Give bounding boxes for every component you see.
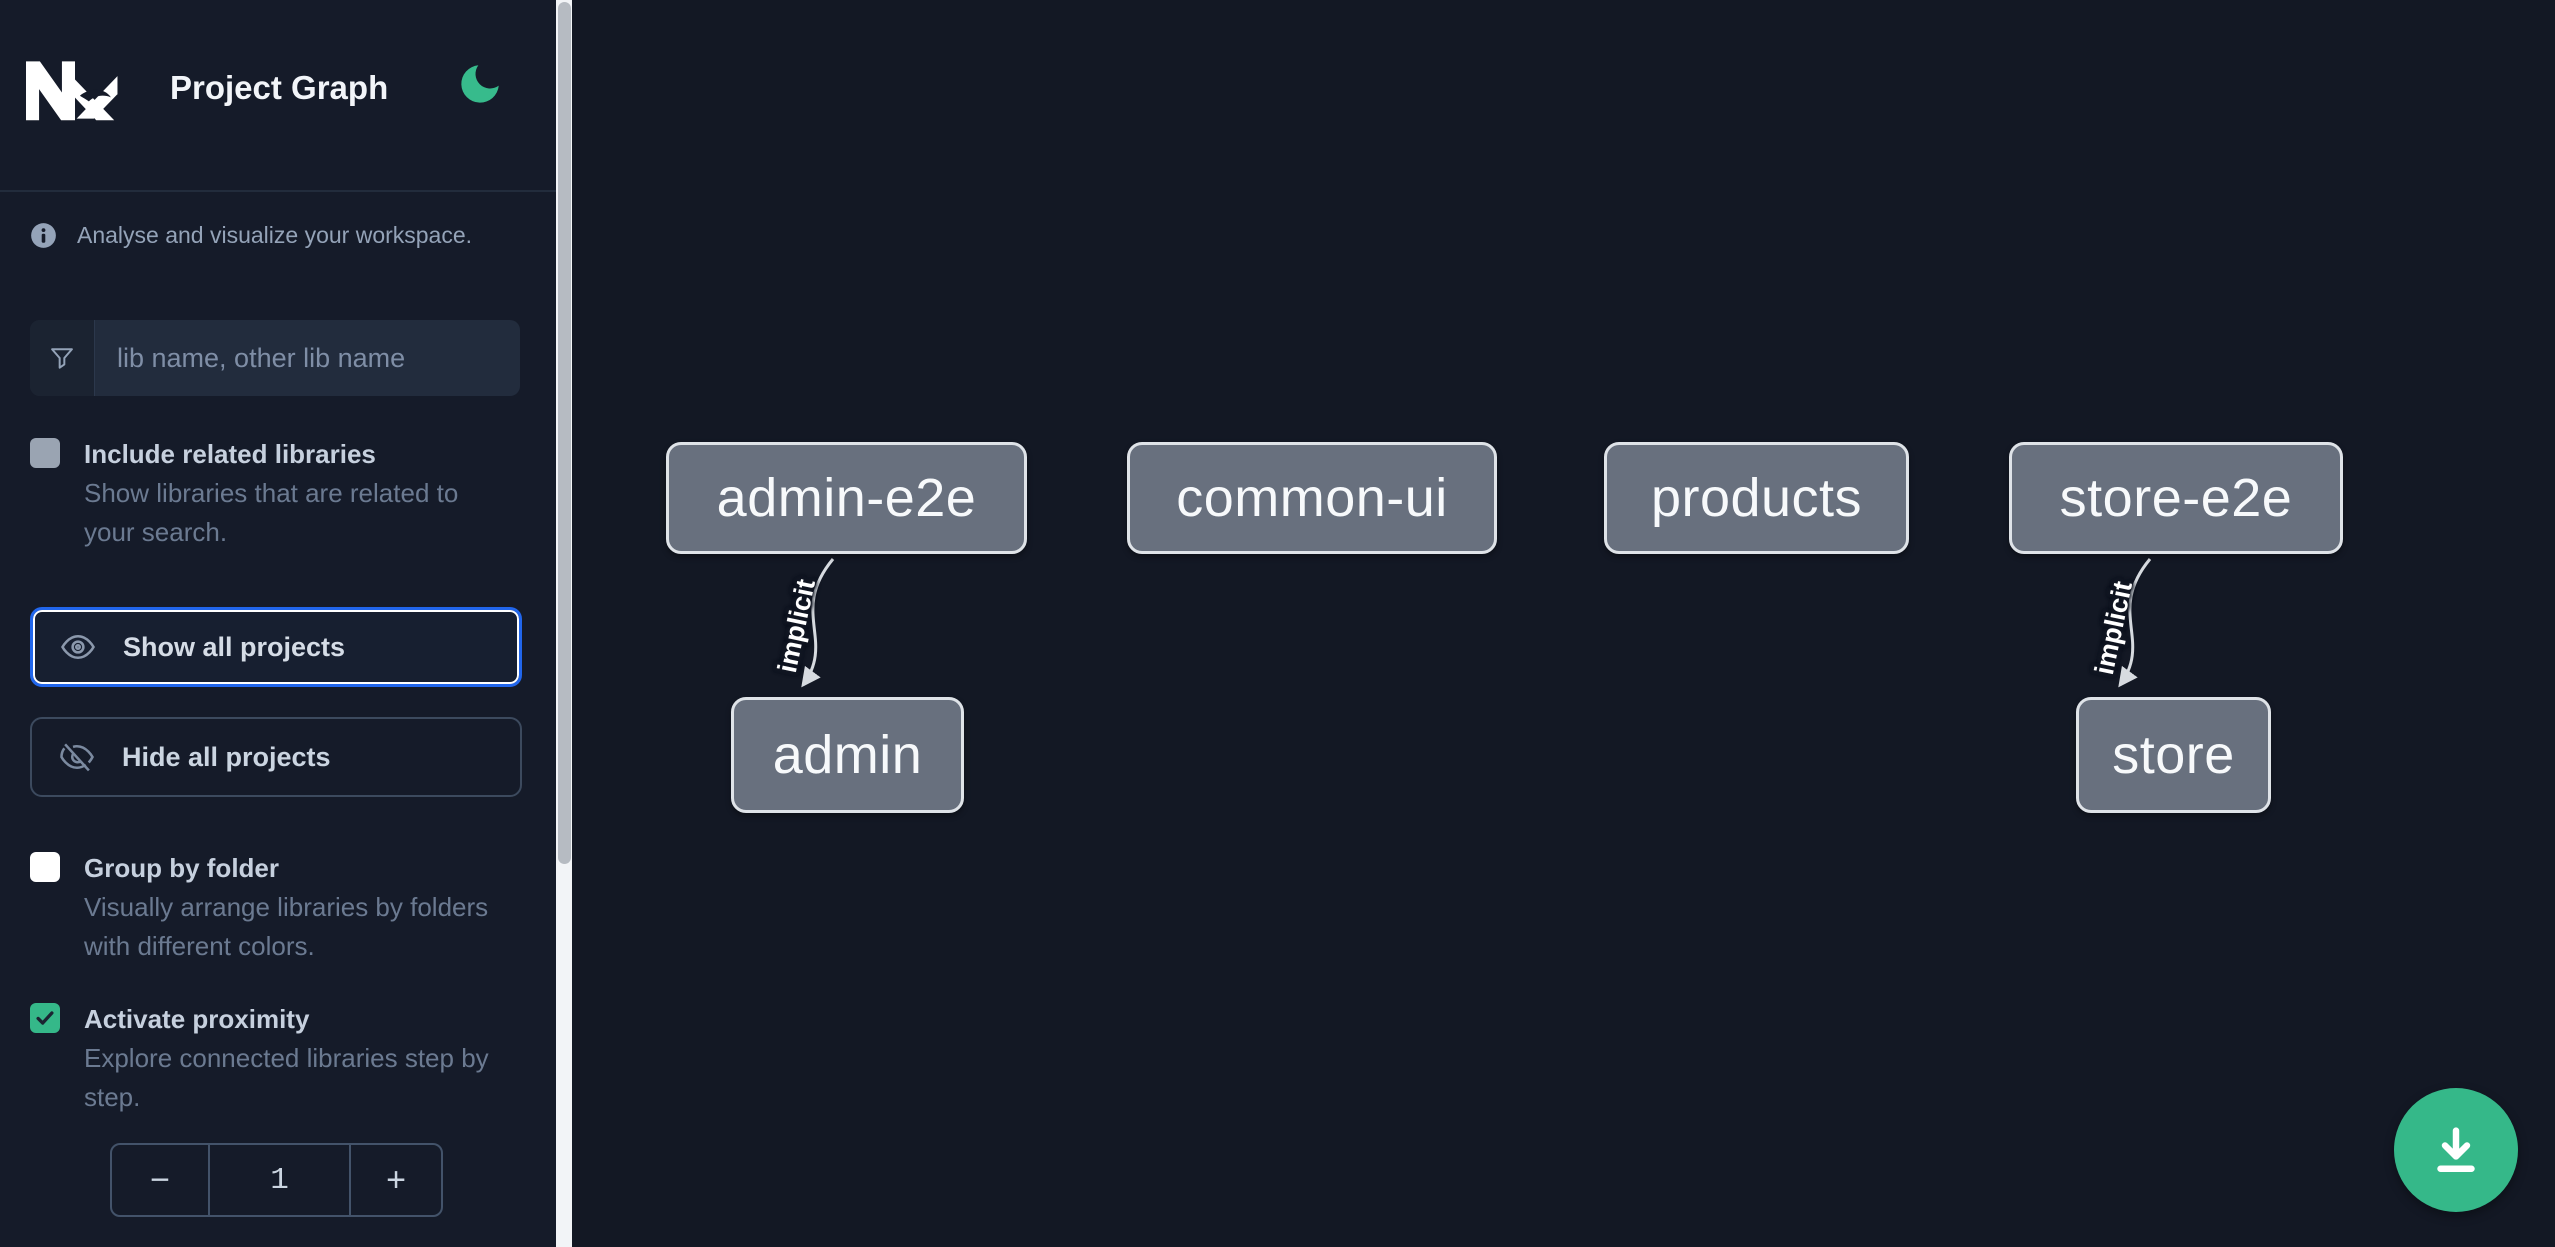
download-icon (2437, 1127, 2475, 1172)
node-admin[interactable]: admin (731, 697, 964, 813)
node-common-ui[interactable]: common-ui (1127, 442, 1497, 554)
activate-proximity-description: Explore connected libraries step by step… (84, 1043, 489, 1112)
group-by-folder-checkbox[interactable] (30, 852, 60, 882)
hide-all-projects-button[interactable]: Hide all projects (30, 717, 522, 797)
node-store[interactable]: store (2076, 697, 2271, 813)
sidebar: Project Graph Analyse and visualize your… (0, 0, 556, 1247)
decrement-button[interactable]: − (150, 1160, 170, 1199)
info-icon (31, 223, 56, 248)
node-admin-e2e[interactable]: admin-e2e (666, 442, 1027, 554)
include-related-description: Show libraries that are related to your … (84, 478, 459, 547)
activate-proximity-label[interactable]: Activate proximity (84, 1004, 310, 1034)
theme-toggle-moon-icon[interactable] (455, 59, 505, 109)
toggle-group-by-folder: Group by folder Visually arrange librari… (30, 852, 530, 982)
filter-icon-segment (30, 320, 95, 396)
library-filter-input[interactable] (95, 320, 520, 396)
activate-proximity-checkbox[interactable] (30, 1003, 60, 1033)
include-related-label[interactable]: Include related libraries (84, 439, 376, 469)
increment-button[interactable]: + (386, 1160, 406, 1199)
filter-input-group (30, 320, 520, 396)
node-products[interactable]: products (1604, 442, 1909, 554)
edge-label-implicit: implicit (772, 576, 822, 676)
eye-off-icon (58, 738, 96, 776)
header-divider (0, 190, 556, 192)
sidebar-scrollbar-thumb[interactable] (557, 2, 571, 864)
include-related-checkbox[interactable] (30, 438, 60, 468)
proximity-depth-stepper: − 1 + (110, 1143, 443, 1217)
node-store-e2e[interactable]: store-e2e (2009, 442, 2343, 554)
hide-all-projects-label: Hide all projects (122, 741, 331, 772)
dependency-edges (801, 558, 2152, 688)
show-all-projects-label: Show all projects (123, 631, 346, 662)
toggle-include-related: Include related libraries Show libraries… (30, 438, 530, 568)
download-image-button[interactable] (2394, 1088, 2518, 1212)
show-all-projects-button[interactable]: Show all projects (30, 607, 522, 687)
graph-canvas[interactable]: admin-e2e common-ui products store-e2e a… (572, 0, 2555, 1247)
workspace-info-row: Analyse and visualize your workspace. (30, 222, 472, 249)
funnel-icon (51, 348, 73, 369)
checkmark-icon (36, 1011, 54, 1025)
proximity-depth-value: 1 (208, 1145, 351, 1215)
page-title: Project Graph (170, 69, 389, 106)
sidebar-scrollbar-track[interactable] (556, 0, 572, 1247)
nx-logo (26, 61, 118, 121)
group-by-folder-description: Visually arrange libraries by folders wi… (84, 892, 489, 961)
eye-icon (59, 628, 97, 666)
toggle-activate-proximity: Activate proximity Explore connected lib… (30, 1003, 530, 1133)
workspace-subtitle: Analyse and visualize your workspace. (77, 222, 473, 248)
edge-label-implicit: implicit (2089, 578, 2139, 678)
group-by-folder-label[interactable]: Group by folder (84, 853, 279, 883)
